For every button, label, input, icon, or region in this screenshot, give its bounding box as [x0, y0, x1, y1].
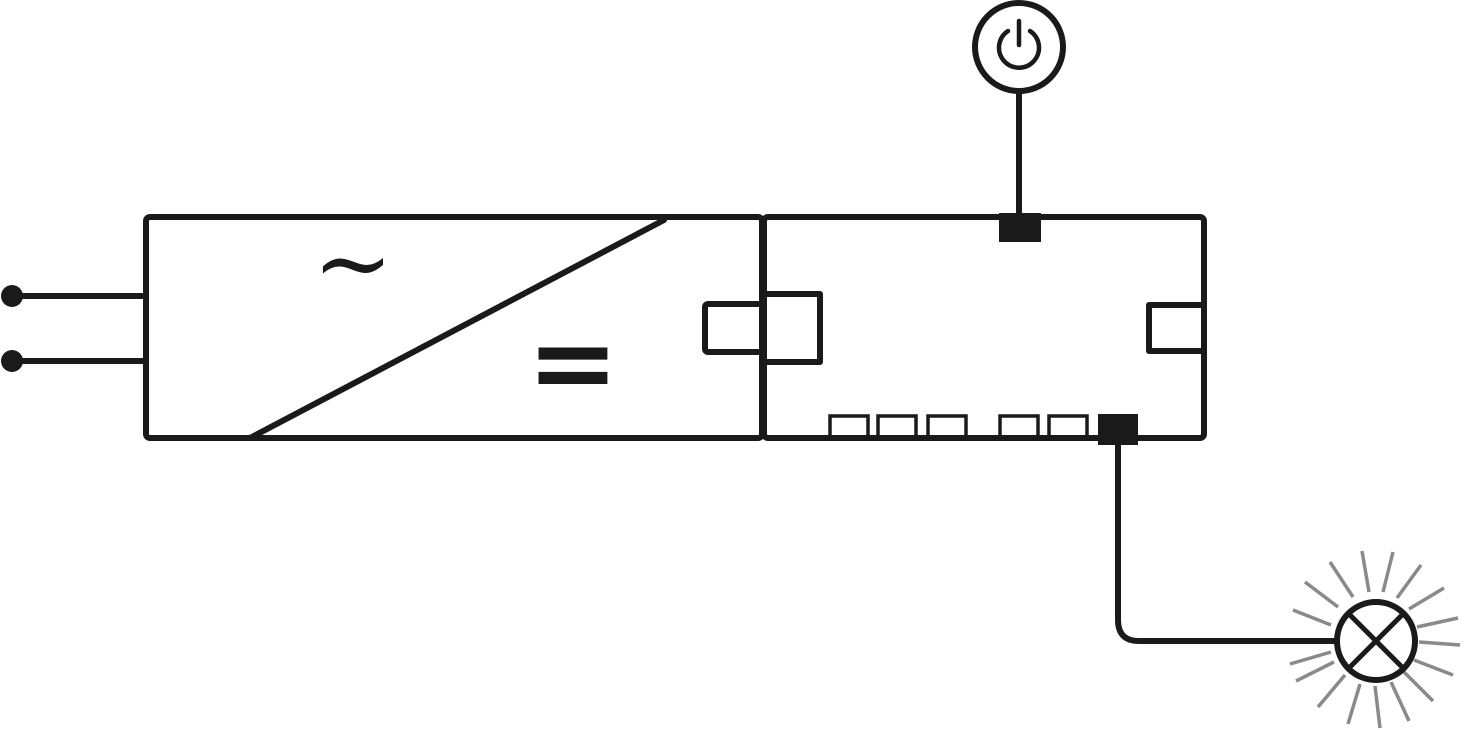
power-switch — [972, 0, 1066, 217]
controller-box — [761, 214, 1207, 441]
output-port-3 — [926, 414, 968, 440]
output-port-2 — [876, 414, 918, 440]
lamp-icon — [1289, 550, 1461, 729]
switch-port — [999, 213, 1041, 242]
lamp-cross-2 — [1346, 611, 1406, 671]
output-port-5 — [1047, 414, 1089, 440]
input-terminal-1 — [1, 285, 23, 307]
converter-output-tab — [702, 301, 766, 355]
output-port-4 — [998, 414, 1040, 440]
ac-symbol: ~ — [313, 207, 393, 319]
converter-divider — [247, 217, 667, 441]
controller-module — [761, 213, 1207, 445]
dc-symbol: = — [527, 297, 619, 426]
power-button-icon — [996, 18, 1042, 70]
input-terminal-2 — [1, 350, 23, 372]
controller-input-socket — [763, 291, 823, 365]
output-port-6-active — [1098, 414, 1138, 445]
bottom-port-row — [828, 414, 1138, 445]
lamp-rays — [1289, 550, 1461, 729]
mains-input-leads — [1, 285, 149, 372]
acdc-converter: ~ = — [143, 207, 766, 441]
controller-expansion-socket — [1146, 302, 1205, 354]
lamp-cable — [1115, 442, 1339, 644]
output-port-1 — [828, 414, 870, 440]
